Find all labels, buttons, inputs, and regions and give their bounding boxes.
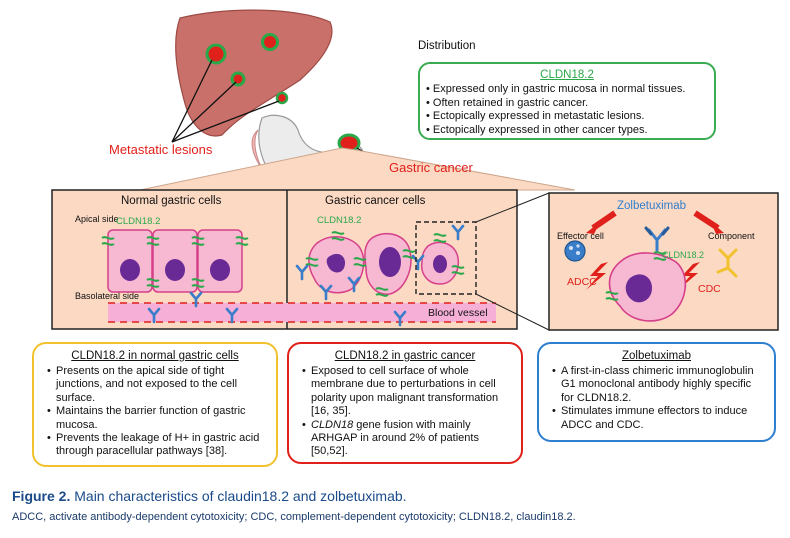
list-item: Maintains the barrier function of gastri…: [47, 405, 268, 432]
metastatic-lesion: [205, 43, 227, 65]
zolbetuximab-label: Zolbetuximab: [617, 200, 687, 212]
normal-cells-heading: Normal gastric cells: [121, 195, 222, 207]
target-cancer-cell: [608, 252, 687, 322]
cldn18-2-mech-label: CLDN18.2: [662, 250, 705, 260]
gastric-cancer-box: CLDN18.2 in gastric cancer Exposed to ce…: [287, 342, 523, 464]
list-item: Ectopically expressed in other cancer ty…: [433, 124, 714, 138]
metastatic-lesions-label: Metastatic lesions: [109, 142, 213, 157]
normal-cell: [197, 229, 243, 293]
gene-name: CLDN18: [311, 418, 354, 431]
complement-icon: [716, 248, 738, 278]
list-item: Presents on the apical side of tight jun…: [47, 365, 268, 405]
blood-vessel-label: Blood vessel: [428, 307, 488, 319]
list-item: Exposed to cell surface of whole membran…: [302, 365, 513, 419]
normal-cell: [152, 229, 198, 293]
normal-box-list: Presents on the apical side of tight jun…: [34, 365, 276, 459]
zolbetuximab-box: Zolbetuximab A first-in-class chimeric i…: [537, 342, 776, 442]
figure-title: Main characteristics of claudin18.2 and …: [70, 488, 407, 504]
basolateral-side-label: Basolateral side: [75, 291, 140, 301]
list-item: Prevents the leakage of H+ in gastric ac…: [47, 432, 268, 459]
list-item: A first-in-class chimeric immunoglobulin…: [552, 365, 766, 405]
figure-caption-title: Figure 2. Main characteristics of claudi…: [12, 488, 407, 504]
cancer-cell: [364, 232, 412, 295]
apical-side-label: Apical side: [75, 214, 119, 224]
list-item: Ectopically expressed in metastatic lesi…: [433, 110, 714, 124]
gastric-cancer-label: Gastric cancer: [389, 160, 473, 175]
effector-cell-label: Effector cell: [557, 231, 604, 241]
arrow-icon: [586, 210, 724, 234]
liver-illustration: [175, 9, 333, 137]
cldn18-2-cancer-label: CLDN18.2: [317, 215, 362, 226]
list-item: CLDN18 gene fusion with mainly ARHGAP in…: [302, 418, 513, 459]
distribution-box: CLDN18.2 Expressed only in gastric mucos…: [418, 62, 716, 140]
zoom-box: [415, 192, 550, 331]
cancer-cells-heading: Gastric cancer cells: [325, 195, 426, 207]
component-label: Component: [708, 231, 755, 241]
cdc-label: CDC: [698, 283, 721, 295]
normal-box-title: CLDN18.2 in normal gastric cells: [71, 350, 239, 362]
metastatic-lesion: [230, 71, 246, 87]
distribution-list: Expressed only in gastric mucosa in norm…: [420, 83, 714, 137]
metastatic-lesion: [261, 33, 279, 51]
normal-cell: [107, 229, 153, 293]
cancer-cell: [420, 241, 460, 285]
effector-cell-icon: [564, 240, 586, 262]
zolbetuximab-box-list: A first-in-class chimeric immunoglobulin…: [539, 365, 774, 432]
cldn18-2-normal-label: CLDN18.2: [116, 216, 161, 227]
list-item: Stimulates immune effectors to induce AD…: [552, 405, 766, 432]
normal-cells-box: CLDN18.2 in normal gastric cells Present…: [32, 342, 278, 467]
zolbetuximab-box-title: Zolbetuximab: [621, 350, 692, 362]
figure-caption-body: ADCC, activate antibody-dependent cytoto…: [12, 511, 576, 523]
zoom-funnel: [139, 147, 576, 191]
cancer-box-list: Exposed to cell surface of whole membran…: [289, 365, 521, 459]
figure-number: Figure 2.: [12, 488, 71, 504]
lightning-icon: [586, 262, 700, 290]
list-item-text: gene fusion with mainly ARHGAP in around…: [311, 418, 479, 458]
metastatic-lesion: [275, 91, 289, 105]
list-item: Often retained in gastric cancer.: [433, 97, 714, 111]
cancer-box-title: CLDN18.2 in gastric cancer: [334, 350, 476, 362]
zolbetuximab-antibody-icon: [644, 226, 670, 252]
distribution-label: Distribution: [418, 40, 476, 52]
adcc-label: ADCC: [567, 276, 597, 288]
distribution-box-title: CLDN18.2: [540, 69, 594, 81]
list-item: Expressed only in gastric mucosa in norm…: [433, 83, 714, 97]
